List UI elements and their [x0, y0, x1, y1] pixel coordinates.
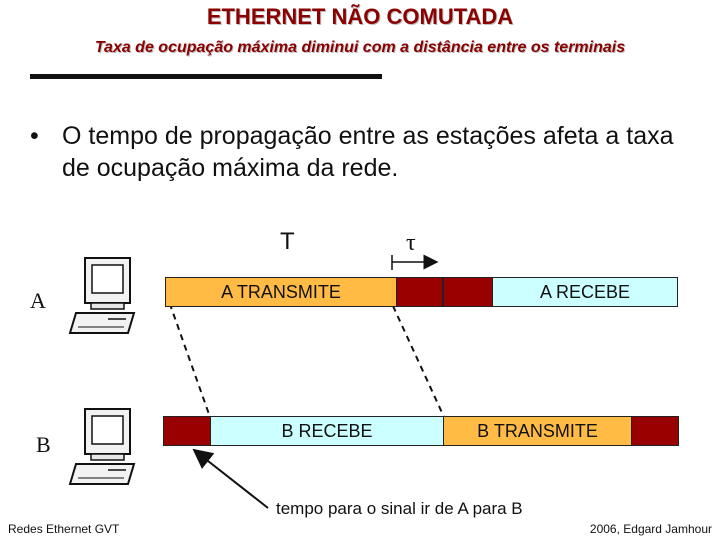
- bar-a-transmit: A TRANSMITE: [165, 277, 397, 307]
- note-arrow: [192, 448, 269, 509]
- collision-block-a1: [396, 277, 443, 307]
- dashed-line-a-end: [392, 305, 445, 418]
- bar-b-receive: B RECEBE: [210, 416, 444, 446]
- collision-block-a2: [443, 277, 493, 307]
- collision-block-b2: [631, 416, 679, 446]
- bullet-marker: •: [30, 122, 39, 150]
- bullet-text: O tempo de propagação entre as estações …: [62, 122, 674, 182]
- bar-a-receive-label: A RECEBE: [539, 281, 631, 302]
- computer-icon-b: [68, 408, 136, 485]
- title-divider: [30, 74, 382, 79]
- bar-a-transmit-label: A TRANSMITE: [221, 281, 341, 302]
- station-label-a: A: [30, 288, 46, 313]
- collision-block-b1: [163, 416, 211, 446]
- dashed-line-a-start: [165, 292, 211, 418]
- label-T: T: [280, 228, 295, 255]
- bar-b-transmit: B TRANSMITE: [443, 416, 632, 446]
- bar-a-receive: A RECEBE: [492, 277, 678, 307]
- bar-b-receive-label: B RECEBE: [281, 420, 373, 441]
- propagation-note: tempo para o sinal ir de A para B: [276, 499, 523, 518]
- computer-icon-a: [68, 257, 136, 334]
- station-label-b: B: [36, 432, 51, 457]
- page-subtitle: Taxa de ocupação máxima diminui com a di…: [94, 39, 626, 56]
- bar-b-transmit-label: B TRANSMITE: [477, 420, 598, 441]
- footer-right: 2006, Edgard Jamhour: [589, 522, 712, 536]
- label-tau: τ: [406, 230, 416, 256]
- footer-left: Redes Ethernet GVT: [8, 522, 120, 536]
- page-title: ETHERNET NÃO COMUTADA: [206, 4, 514, 29]
